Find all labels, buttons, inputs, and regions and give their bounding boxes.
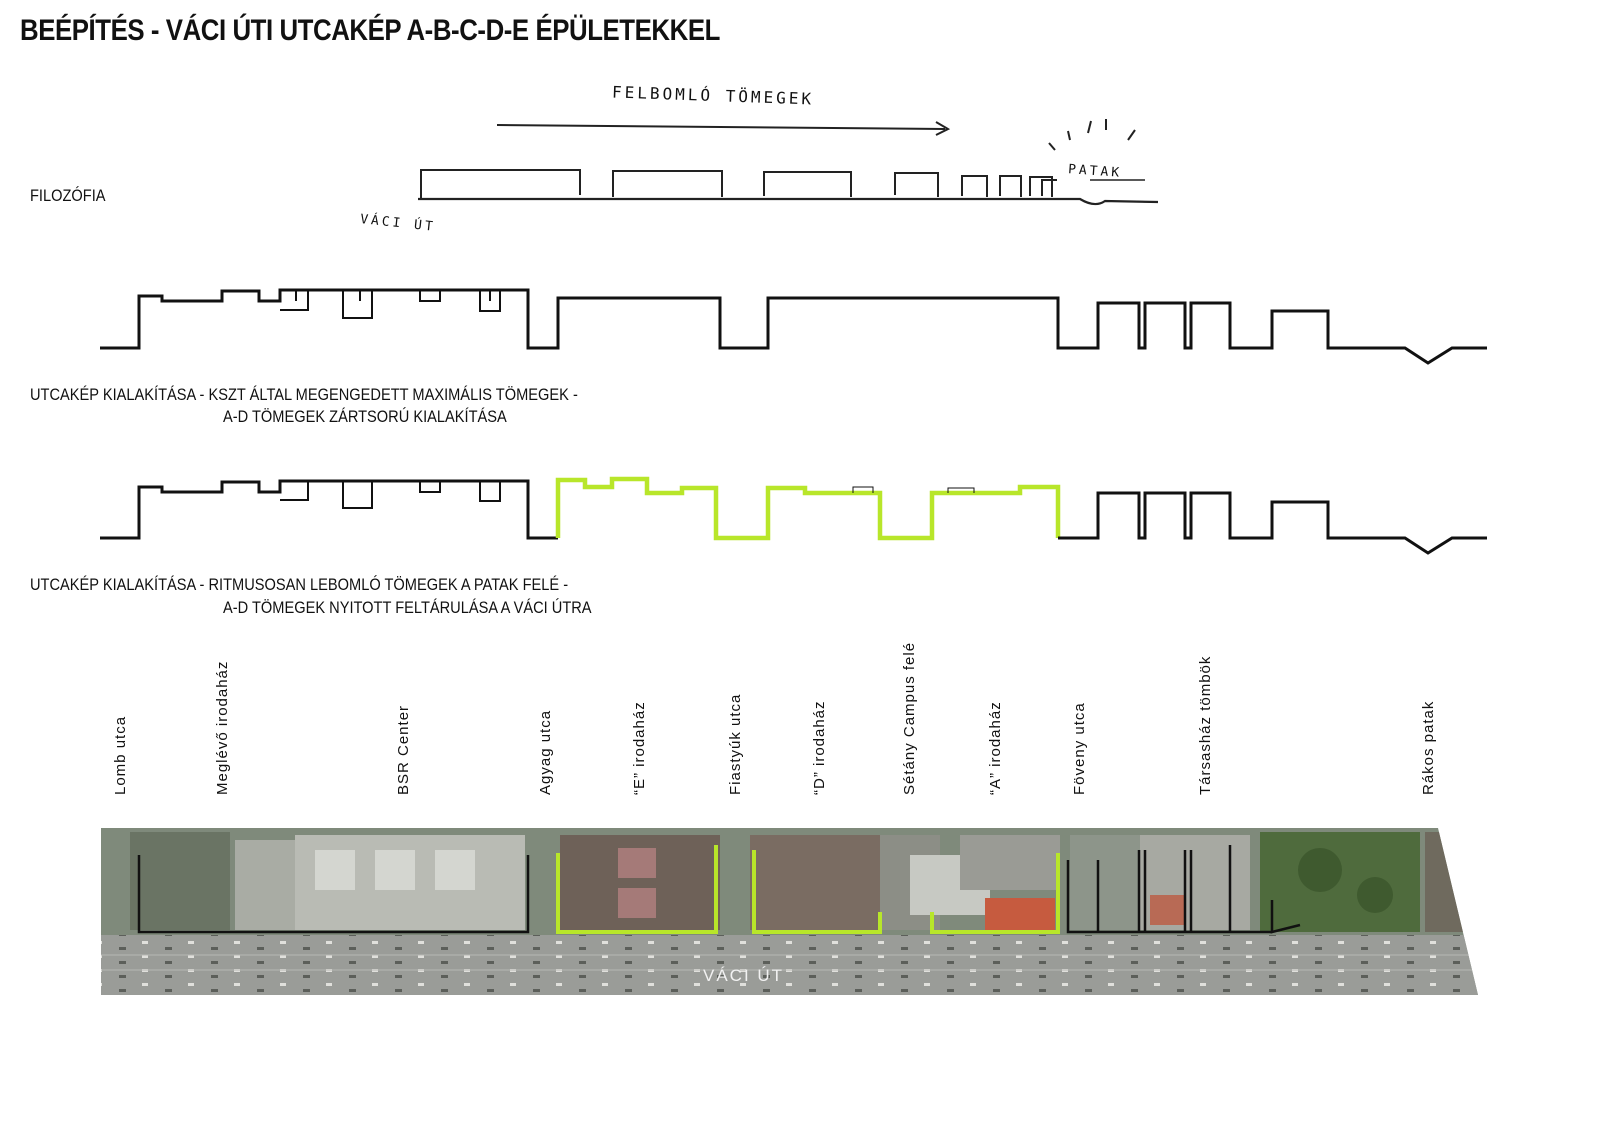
page-title: BEÉPÍTÉS - VÁCI ÚTI UTCAKÉP A-B-C-D-E ÉP… xyxy=(20,14,720,47)
highlight-new-masses xyxy=(555,476,1061,541)
rhythm-mass-profile xyxy=(100,476,1487,555)
philosophy-label: FILOZÓFIA xyxy=(30,186,106,205)
max-mass-profile xyxy=(100,288,1487,365)
vaci-ut-road-label: VÁCI ÚT xyxy=(703,966,785,985)
rhythm-profile-caption-2: A-D TÖMEGEK NYITOTT FELTÁRULÁSA A VÁCI Ú… xyxy=(223,598,592,617)
rhythm-profile-caption-1: UTCAKÉP KIALAKÍTÁSA - RITMUSOSAN LEBOMLÓ… xyxy=(30,575,569,594)
philosophy-sketch xyxy=(418,119,1159,206)
max-profile-caption-1: UTCAKÉP KIALAKÍTÁSA - KSZT ÁLTAL MEGENGE… xyxy=(30,385,578,404)
max-profile-caption-2: A-D TÖMEGEK ZÁRTSORÚ KIALAKÍTÁSA xyxy=(223,407,507,426)
